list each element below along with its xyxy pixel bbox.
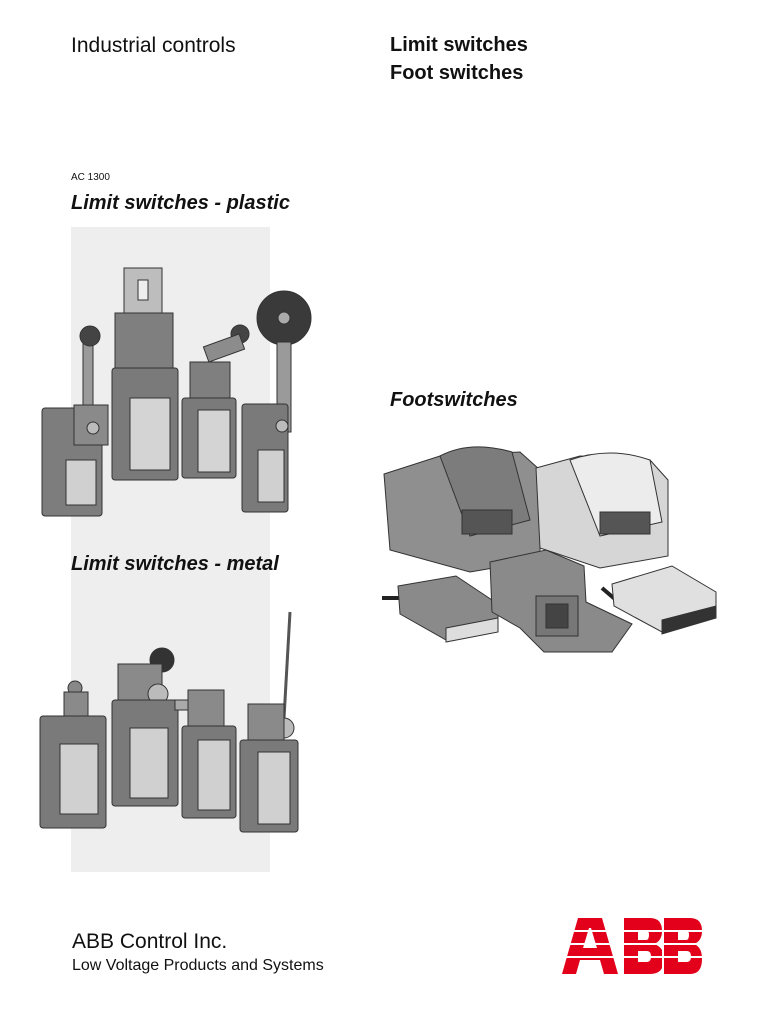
company-name: ABB Control Inc.: [72, 930, 228, 953]
abb-logo: [562, 918, 702, 974]
section-heading-plastic: Limit switches - plastic: [71, 192, 290, 214]
company-division: Low Voltage Products and Systems: [72, 957, 324, 974]
category-heading: Industrial controls: [71, 34, 236, 57]
title-limit-switches: Limit switches: [390, 34, 528, 56]
catalog-code: AC 1300: [71, 172, 110, 183]
product-photo-panel: [71, 227, 270, 872]
section-heading-footswitches: Footswitches: [390, 389, 518, 411]
section-heading-metal: Limit switches - metal: [71, 553, 279, 575]
title-foot-switches: Foot switches: [390, 62, 524, 84]
